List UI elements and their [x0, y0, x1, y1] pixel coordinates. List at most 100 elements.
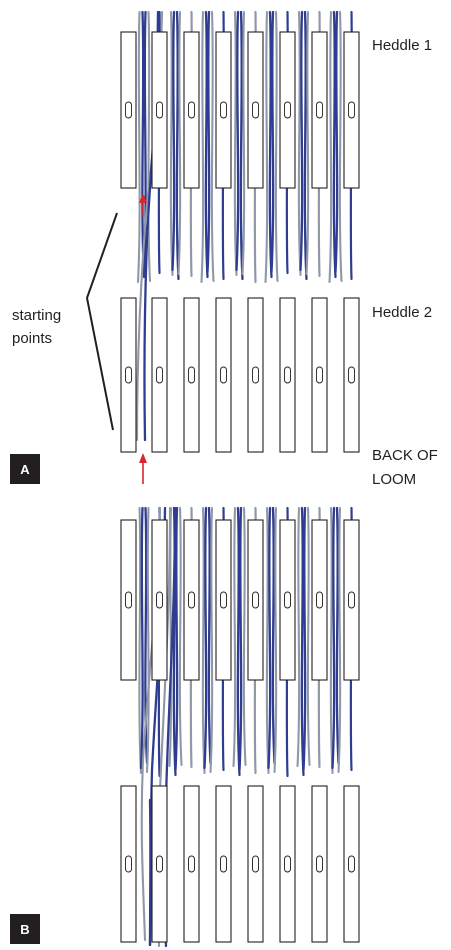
heddle-2b-eye	[125, 855, 132, 873]
warp-thread	[236, 506, 241, 777]
heddle-1b-eye	[188, 591, 195, 609]
warp-thread	[338, 10, 343, 283]
heddle-2-slat	[279, 297, 296, 453]
heddle-2b-slat	[183, 785, 200, 943]
heddle-1-slat	[279, 31, 296, 189]
heddle-1-slat	[343, 31, 360, 189]
heddle-2b-slat	[151, 785, 168, 943]
heddle-1b-eye	[348, 591, 355, 609]
heddle-2-eye	[220, 366, 227, 384]
heddle-1-eye	[156, 101, 163, 119]
heddle-2b-slat	[215, 785, 232, 943]
warp-thread	[147, 10, 152, 283]
warp-thread	[331, 506, 336, 770]
heddle-2-slat	[183, 297, 200, 453]
heddle-1b-slat	[120, 519, 137, 681]
warp-thread	[138, 506, 143, 775]
heddle-1b-eye	[316, 591, 323, 609]
warp-thread	[296, 506, 301, 768]
warp-thread	[303, 10, 308, 281]
panel-b-badge: B	[10, 914, 40, 944]
heddle-1b-eye	[252, 591, 259, 609]
heddle-2b-eye	[316, 855, 323, 873]
heddle-2-slat	[343, 297, 360, 453]
starting-points-label-line-2: points	[12, 330, 52, 347]
warp-thread	[264, 10, 269, 284]
warp-thread	[175, 10, 180, 281]
heddle-2b-slat	[311, 785, 328, 943]
warp-thread	[268, 10, 273, 279]
heddle-2-eye	[156, 366, 163, 384]
warp-threads	[135, 10, 353, 948]
heddle-1-eye	[348, 101, 355, 119]
back-of-loom-label-line-2: LOOM	[372, 471, 416, 488]
heddle-2-slat	[247, 297, 264, 453]
heddle-1-slat	[247, 31, 264, 189]
heddle-2-eye	[348, 366, 355, 384]
heddle-2b-slat	[120, 785, 137, 943]
warp-thread	[335, 506, 340, 765]
heddle-1-label: Heddle 1	[372, 37, 432, 54]
warp-thread	[200, 10, 205, 284]
warp-thread	[328, 10, 333, 284]
warp-thread	[239, 10, 244, 281]
heddle-2b-eye	[348, 855, 355, 873]
warp-thread	[171, 10, 176, 272]
heddle-2-slat	[151, 297, 168, 453]
warp-thread	[238, 506, 243, 772]
heddle-2b-slat	[343, 785, 360, 943]
warp-thread	[210, 10, 215, 283]
warp-thread	[145, 506, 150, 774]
heddle-2-slat	[215, 297, 232, 453]
heddle-2-eye	[188, 366, 195, 384]
warp-thread	[337, 506, 342, 774]
heddle-1b-eye	[284, 591, 291, 609]
warp-thread	[271, 506, 276, 765]
warp-thread	[136, 10, 141, 284]
heddle-1b-slat	[183, 519, 200, 681]
warp-thread	[178, 506, 183, 767]
heddle-1-eye	[284, 101, 291, 119]
warp-thread	[139, 506, 144, 770]
heddle-1b-slat	[151, 519, 168, 681]
warp-thread	[177, 10, 182, 276]
heddle-2b-eye	[156, 855, 163, 873]
warp-thread	[297, 10, 302, 277]
warp-thread	[265, 506, 270, 775]
back-of-loom-label-line-1: BACK OF	[372, 447, 438, 464]
warp-thread	[174, 506, 179, 772]
warp-thread	[169, 10, 174, 277]
heddle-2b-slat	[279, 785, 296, 943]
warp-thread	[302, 506, 307, 772]
heddle-1b-eye	[156, 591, 163, 609]
warp-thread	[209, 506, 214, 774]
red-up-arrow	[139, 453, 147, 484]
heddle-1b-eye	[220, 591, 227, 609]
warp-thread	[274, 10, 279, 283]
panel-a-badge: A	[10, 454, 40, 484]
warp-thread	[232, 506, 237, 768]
heddle-1-slat	[311, 31, 328, 189]
heddle-1-slat	[183, 31, 200, 189]
warp-thread	[300, 506, 305, 777]
heddle-1-eye	[125, 101, 132, 119]
warp-thread	[306, 506, 311, 767]
heddle-1b-slat	[215, 519, 232, 681]
heddle-1-eye	[188, 101, 195, 119]
warp-thread	[206, 10, 211, 274]
starting-points-label-line-1: starting	[12, 307, 61, 324]
warp-thread	[273, 506, 278, 774]
red-up-arrow	[139, 193, 147, 216]
heddle-1b-slat	[343, 519, 360, 681]
warp-thread	[233, 10, 238, 277]
heddle-1-eye	[252, 101, 259, 119]
warp-thread	[241, 10, 246, 276]
warp-thread	[299, 10, 304, 272]
heddle-1b-slat	[279, 519, 296, 681]
panel-a-badge-label: A	[20, 462, 30, 477]
warp-thread	[242, 506, 247, 767]
heddle-2-label: Heddle 2	[372, 304, 432, 321]
heddle-1-slat	[215, 31, 232, 189]
heddle-1b-slat	[247, 519, 264, 681]
